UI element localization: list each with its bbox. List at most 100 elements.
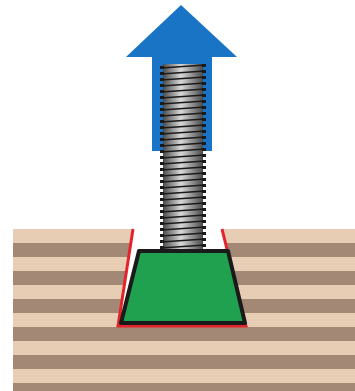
thread-tooth-right xyxy=(202,238,206,241)
thread-tooth-left xyxy=(160,240,164,243)
thread-line xyxy=(160,112,206,117)
thread-line xyxy=(160,100,206,105)
thread-line xyxy=(160,178,206,183)
thread-tooth-right xyxy=(202,100,206,103)
thread-tooth-right xyxy=(202,106,206,109)
thread-tooth-left xyxy=(160,114,164,117)
thread-line xyxy=(160,202,206,207)
thread-tooth-right xyxy=(202,148,206,151)
thread-tooth-left xyxy=(160,198,164,201)
thread-tooth-left xyxy=(160,228,164,231)
thread-tooth-right xyxy=(202,88,206,91)
thread-tooth-right xyxy=(202,118,206,121)
thread-tooth-left xyxy=(160,66,164,69)
thread-tooth-right xyxy=(202,196,206,199)
substrate-layer xyxy=(13,383,355,391)
thread-tooth-left xyxy=(160,186,164,189)
thread-line xyxy=(160,166,206,171)
thread-tooth-left xyxy=(160,204,164,207)
thread-line xyxy=(160,196,206,201)
substrate-layer xyxy=(13,341,355,355)
thread-tooth-left xyxy=(160,108,164,111)
thread-line xyxy=(160,220,206,225)
thread-tooth-right xyxy=(202,226,206,229)
thread-tooth-left xyxy=(160,180,164,183)
thread-line xyxy=(160,172,206,177)
thread-tooth-right xyxy=(202,166,206,169)
bolt-threads xyxy=(160,64,206,249)
thread-line xyxy=(160,64,206,69)
substrate-layer xyxy=(13,369,355,383)
thread-tooth-right xyxy=(202,130,206,133)
thread-tooth-right xyxy=(202,178,206,181)
thread-tooth-left xyxy=(160,210,164,213)
thread-tooth-right xyxy=(202,208,206,211)
thread-line xyxy=(160,244,206,249)
thread-tooth-left xyxy=(160,192,164,195)
thread-line xyxy=(160,118,206,123)
thread-tooth-left xyxy=(160,246,164,249)
thread-line xyxy=(160,88,206,93)
thread-line xyxy=(160,184,206,189)
thread-line xyxy=(160,94,206,99)
thread-tooth-right xyxy=(202,154,206,157)
thread-tooth-left xyxy=(160,174,164,177)
thread-tooth-right xyxy=(202,136,206,139)
thread-tooth-right xyxy=(202,202,206,205)
thread-line xyxy=(160,142,206,147)
thread-line xyxy=(160,130,206,135)
thread-line xyxy=(160,232,206,237)
thread-tooth-left xyxy=(160,234,164,237)
thread-tooth-right xyxy=(202,124,206,127)
thread-line xyxy=(160,208,206,213)
thread-tooth-right xyxy=(202,142,206,145)
thread-tooth-left xyxy=(160,216,164,219)
thread-tooth-left xyxy=(160,132,164,135)
thread-tooth-left xyxy=(160,84,164,87)
thread-line xyxy=(160,226,206,231)
thread-line xyxy=(160,148,206,153)
thread-tooth-left xyxy=(160,120,164,123)
thread-tooth-left xyxy=(160,144,164,147)
thread-tooth-right xyxy=(202,190,206,193)
thread-tooth-right xyxy=(202,184,206,187)
thread-tooth-left xyxy=(160,96,164,99)
thread-tooth-left xyxy=(160,102,164,105)
thread-tooth-right xyxy=(202,232,206,235)
thread-tooth-left xyxy=(160,156,164,159)
thread-line xyxy=(160,82,206,87)
substrate-layer xyxy=(13,355,355,369)
thread-tooth-right xyxy=(202,94,206,97)
thread-tooth-right xyxy=(202,82,206,85)
thread-tooth-right xyxy=(202,214,206,217)
thread-line xyxy=(160,238,206,243)
thread-tooth-left xyxy=(160,150,164,153)
threaded-bolt-icon xyxy=(160,64,206,252)
thread-line xyxy=(160,154,206,159)
thread-tooth-left xyxy=(160,168,164,171)
substrate-layer xyxy=(13,327,355,341)
trapezoid-base-icon xyxy=(119,249,247,325)
thread-line xyxy=(160,70,206,75)
thread-line xyxy=(160,76,206,81)
thread-tooth-left xyxy=(160,72,164,75)
thread-tooth-left xyxy=(160,162,164,165)
thread-tooth-right xyxy=(202,172,206,175)
thread-tooth-right xyxy=(202,70,206,73)
thread-line xyxy=(160,106,206,111)
thread-tooth-right xyxy=(202,244,206,247)
thread-line xyxy=(160,136,206,141)
thread-tooth-right xyxy=(202,76,206,79)
thread-tooth-right xyxy=(202,160,206,163)
thread-tooth-left xyxy=(160,126,164,129)
thread-tooth-left xyxy=(160,90,164,93)
thread-line xyxy=(160,214,206,219)
thread-line xyxy=(160,124,206,129)
thread-line xyxy=(160,160,206,165)
thread-tooth-left xyxy=(160,78,164,81)
thread-tooth-left xyxy=(160,222,164,225)
thread-line xyxy=(160,190,206,195)
thread-tooth-right xyxy=(202,64,206,67)
